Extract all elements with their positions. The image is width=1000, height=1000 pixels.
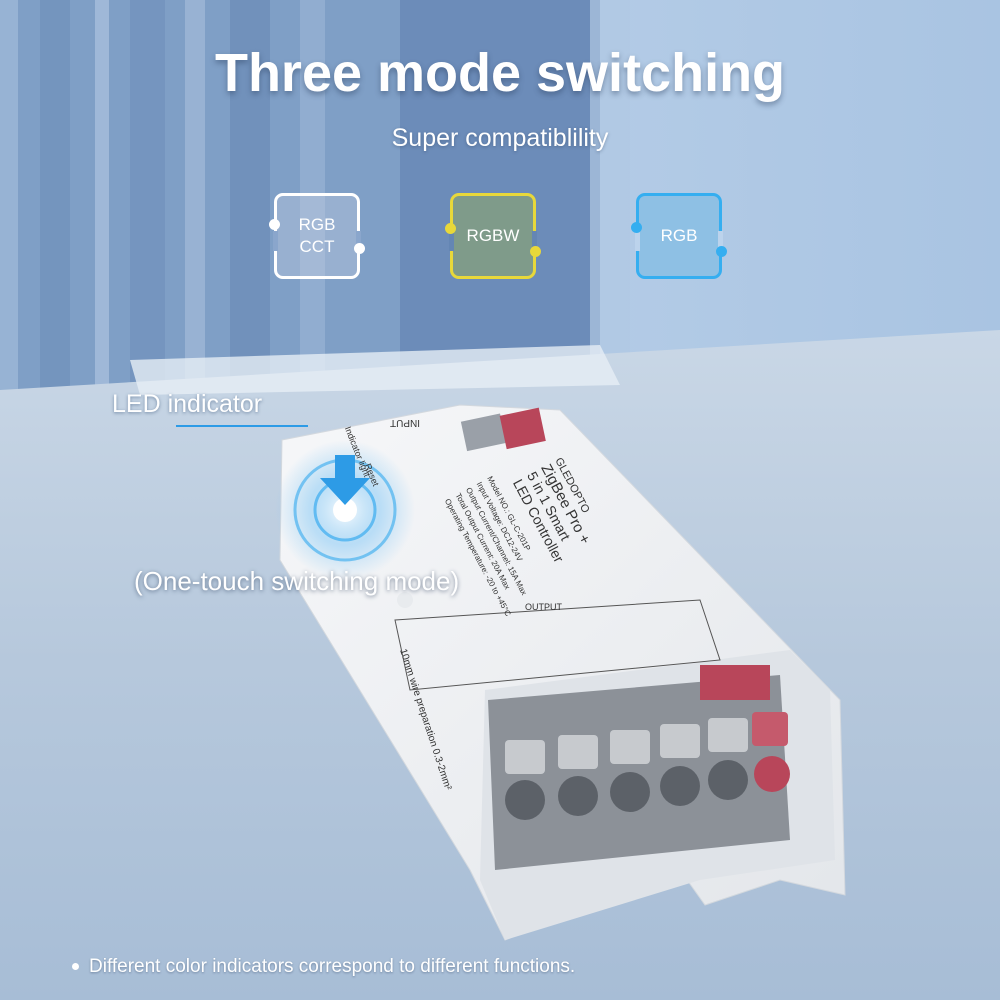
mode-label-line2: CCT [299,237,335,256]
footer-note-text: Different color indicators correspond to… [89,956,576,977]
mode-rgbw: RGBW [445,193,541,279]
arrow-down-icon [320,455,370,505]
callout-line [176,425,308,427]
mode-label: RGBW [466,226,520,245]
page-subtitle: Super compatiblility [391,124,609,152]
mode-label-line1: RGB [298,215,336,234]
device-output-label: OUTPUT [525,602,563,612]
mode-label: RGB [660,226,698,245]
led-controller-device [275,404,846,941]
bullet-icon [72,963,79,971]
input-label: INPUT [390,417,420,428]
one-touch-label: (One-touch switching mode) [134,566,460,596]
led-indicator-label: LED indicator [112,390,263,418]
page-title: Three mode switching [214,43,786,103]
output-terminals [505,665,790,820]
mode-rgb: RGB [631,193,727,279]
mode-rgbcct: RGB CCT [269,193,365,279]
footer-note: Different color indicators correspond to… [72,956,575,978]
